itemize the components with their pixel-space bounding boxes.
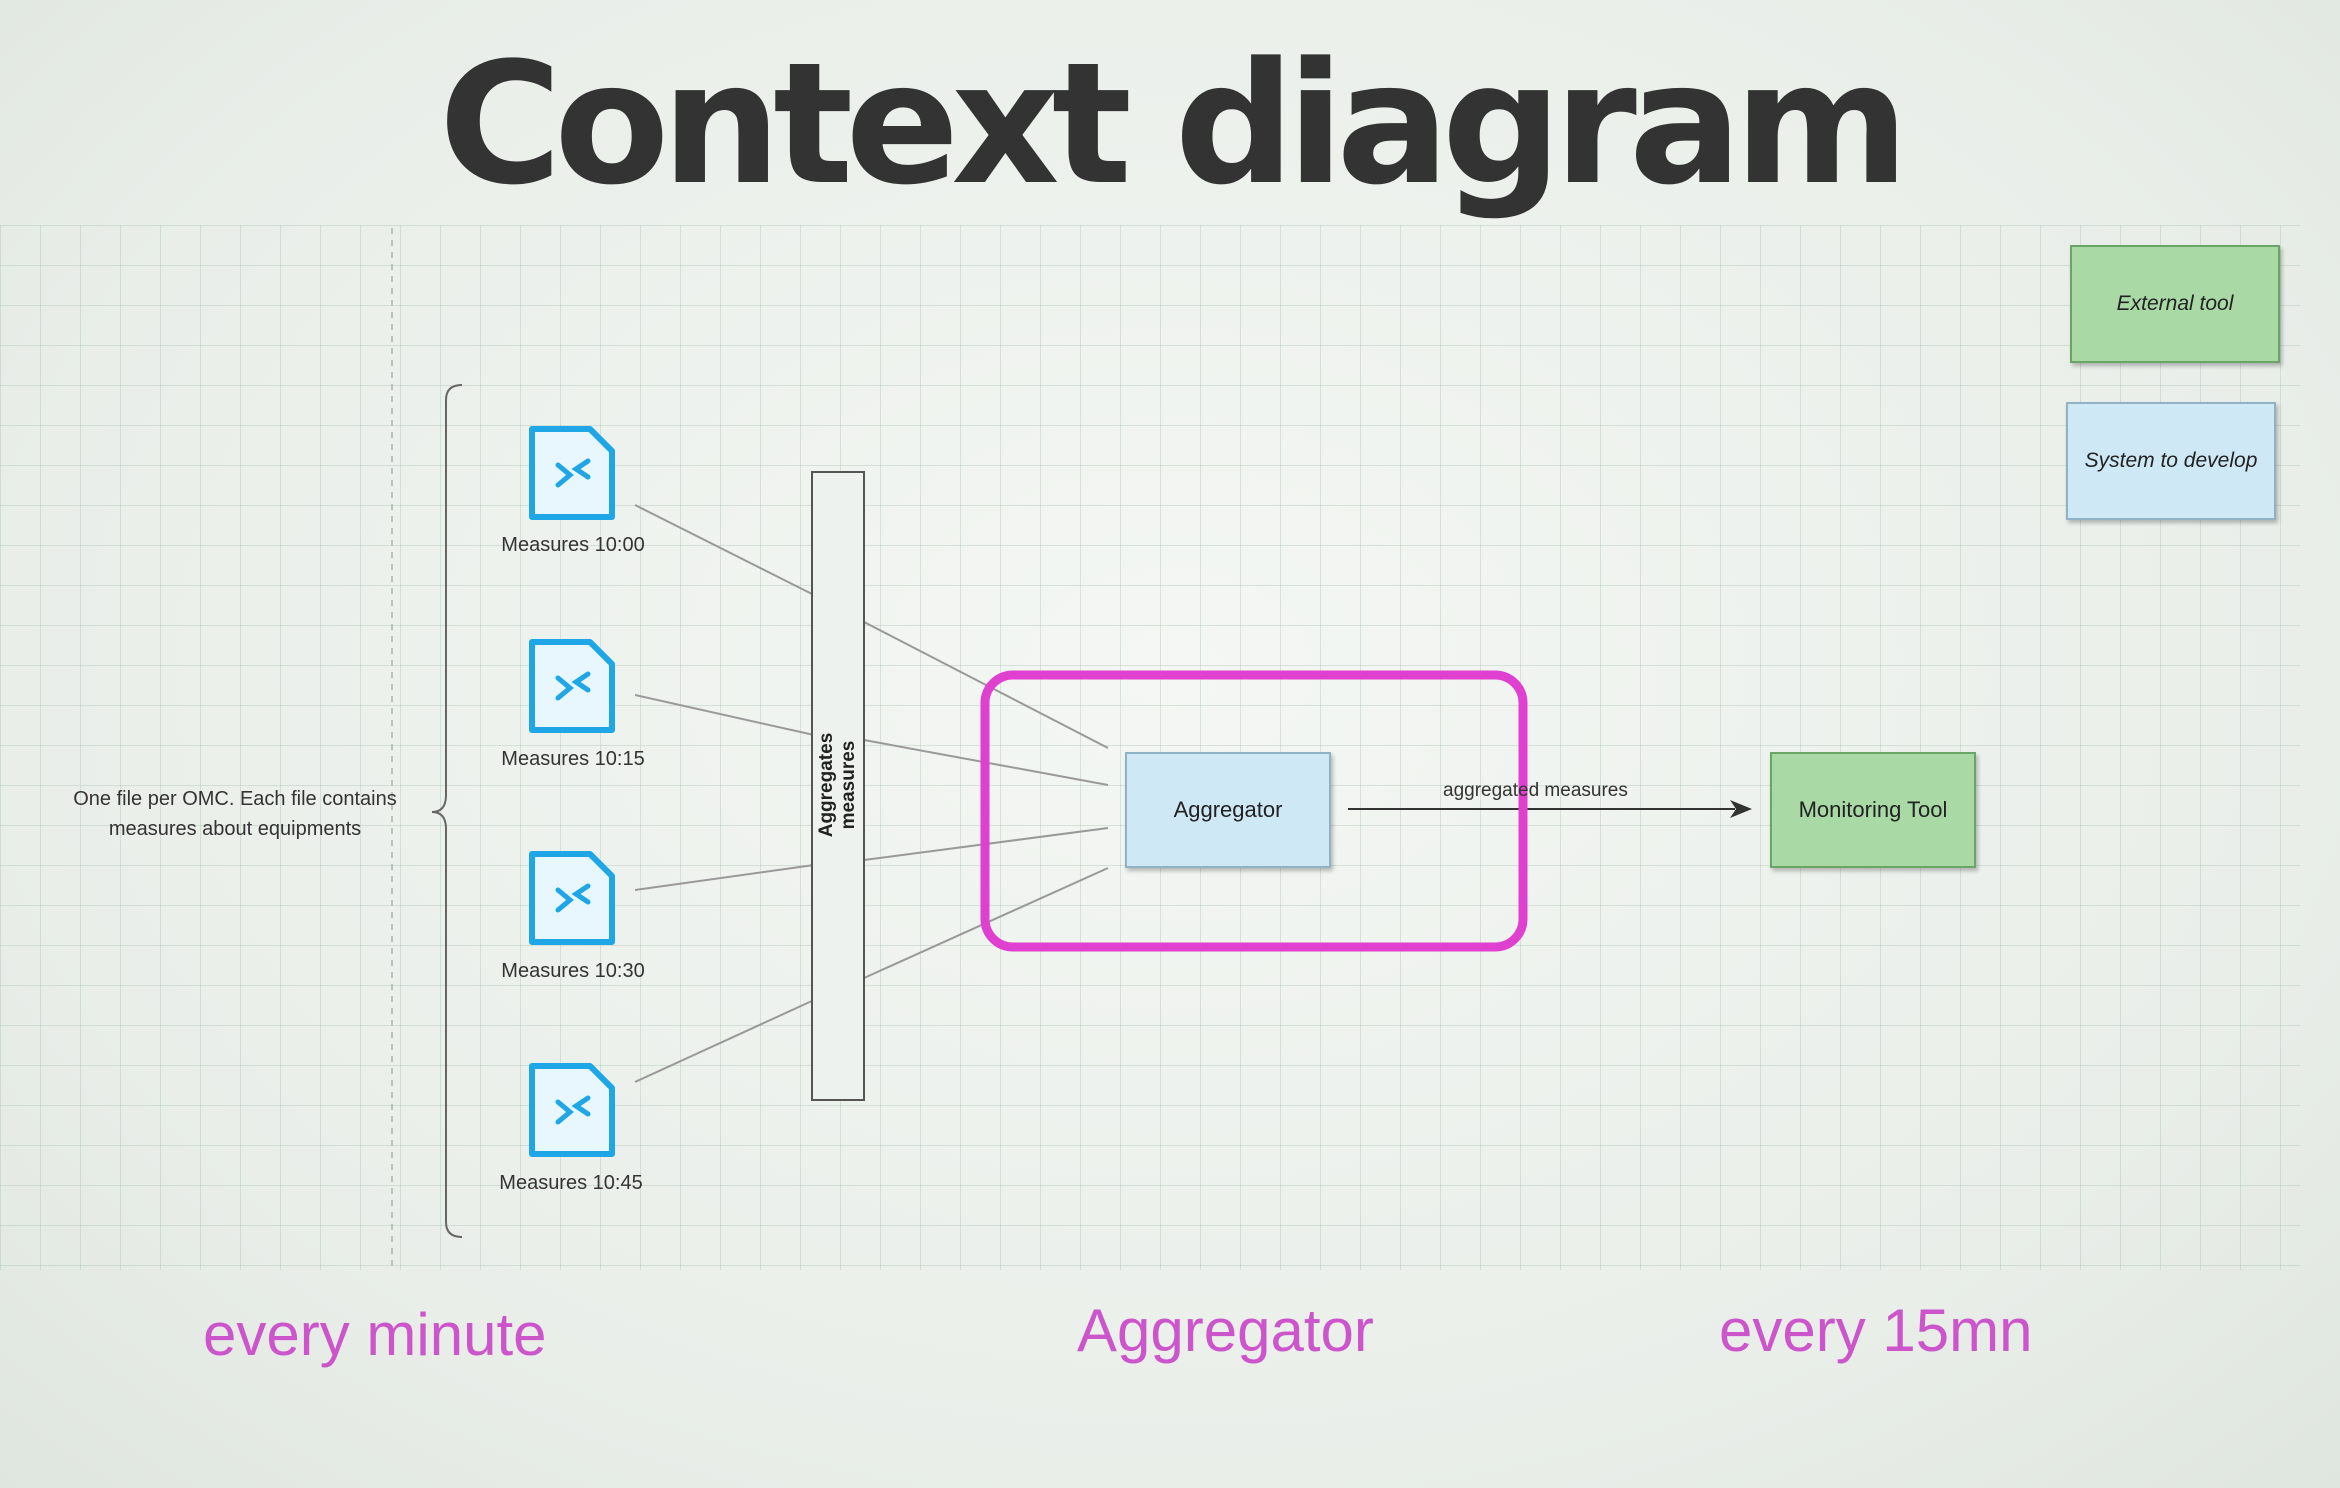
legend-external-tool-label: External tool xyxy=(2116,292,2234,315)
file-code-icon xyxy=(528,638,616,739)
aggregates-bar-line2: measures xyxy=(838,740,859,830)
legend-system-label: System to develop xyxy=(2084,449,2258,472)
aggregates-bar-line1: Aggregates xyxy=(816,732,837,838)
file-label-3: Measures 10:30 xyxy=(501,960,645,982)
caption-every-15mn: every 15mn xyxy=(1719,1297,2033,1364)
file-label-4: Measures 10:45 xyxy=(499,1172,643,1194)
aggregator-node-label: Aggregator xyxy=(1173,797,1283,822)
file-label-1: Measures 10:00 xyxy=(501,534,645,556)
file-link-3 xyxy=(634,864,815,891)
caption-aggregator: Aggregator xyxy=(1077,1297,1374,1364)
edge-label: aggregated measures xyxy=(1443,780,1628,801)
aggregates-bar-label: Aggregates measures xyxy=(816,685,860,885)
monitoring-tool-label: Monitoring Tool xyxy=(1798,797,1948,822)
slide-title: Context diagram xyxy=(438,26,1909,222)
caption-every-minute: every minute xyxy=(203,1301,547,1368)
file-link-4 xyxy=(634,999,815,1083)
legend-system-to-develop: System to develop xyxy=(2066,402,2276,520)
file-label-2: Measures 10:15 xyxy=(501,748,645,770)
aggregates-bar-shape xyxy=(811,471,865,1101)
background-grid xyxy=(0,225,2300,1270)
file-link-2 xyxy=(634,694,815,736)
file-code-icon xyxy=(528,425,616,526)
highlight-frame xyxy=(980,670,1528,952)
aggregator-node: Aggregator xyxy=(1125,752,1331,868)
files-note: One file per OMC. Each file contains mea… xyxy=(73,788,397,840)
file-code-icon xyxy=(528,1062,616,1163)
monitoring-tool-node: Monitoring Tool xyxy=(1770,752,1976,868)
legend-external-tool: External tool xyxy=(2070,245,2280,363)
curly-brace xyxy=(431,384,463,1238)
file-link-1 xyxy=(634,504,815,596)
file-code-icon xyxy=(528,850,616,951)
output-arrow-head xyxy=(1730,800,1752,818)
